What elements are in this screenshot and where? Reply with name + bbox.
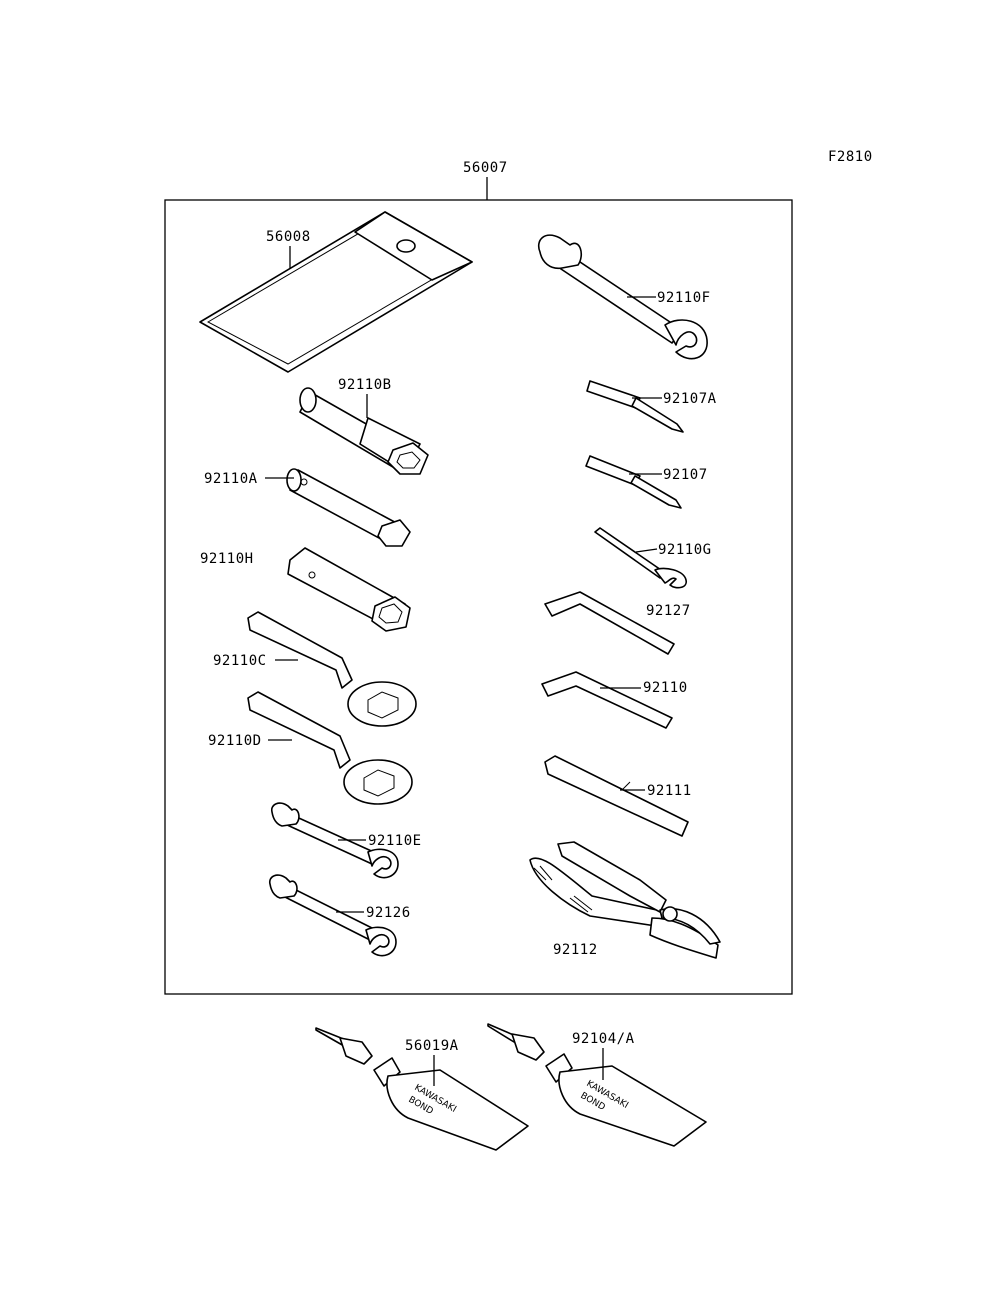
box-wrench-92110H [287, 547, 411, 632]
label-92110: 92110 [643, 680, 688, 696]
open-end-wrench-92110E [270, 802, 399, 879]
label-92110A: 92110A [204, 471, 258, 487]
figure-code: F2810 [828, 149, 873, 165]
hex-key-92127 [544, 591, 675, 655]
ring-wrench-92110C [247, 611, 417, 727]
label-92110E: 92110E [368, 833, 422, 849]
screwdriver-92107A [586, 380, 684, 433]
open-end-wrench-92126 [268, 874, 397, 957]
label-92110H: 92110H [200, 551, 254, 567]
hex-key-92110 [541, 671, 673, 729]
extension-bar-92111 [544, 755, 689, 837]
box-wrench-92110A [286, 468, 411, 547]
kit-frame [164, 199, 793, 995]
small-wrench-92110G [594, 527, 687, 589]
label-92107A: 92107A [663, 391, 717, 407]
open-end-wrench-92110F [538, 234, 708, 360]
label-92110D: 92110D [208, 733, 262, 749]
ring-wrench-92110D [247, 691, 413, 805]
label-92110B: 92110B [338, 377, 392, 393]
label-56008: 56008 [266, 229, 311, 245]
box-wrench-92110B [299, 387, 429, 475]
label-92126: 92126 [366, 905, 411, 921]
label-92110C: 92110C [213, 653, 267, 669]
label-92112: 92112 [553, 942, 598, 958]
assembly-number: 56007 [463, 160, 508, 176]
label-56019A: 56019A [405, 1038, 459, 1054]
label-92111: 92111 [647, 783, 692, 799]
screwdriver-92107 [585, 455, 682, 509]
label-92110G: 92110G [658, 542, 712, 558]
tool-pouch [199, 211, 473, 373]
label-92104A: 92104/A [572, 1031, 635, 1047]
label-92127: 92127 [646, 603, 691, 619]
pliers-92112 [529, 841, 721, 959]
bond-tube-92104A: KAWASAKI BOND [487, 1023, 707, 1147]
bond-tube-56019A: KAWASAKI BOND [315, 1027, 529, 1151]
label-92107: 92107 [663, 467, 708, 483]
label-92110F: 92110F [657, 290, 711, 306]
leader-92110G [635, 548, 658, 553]
